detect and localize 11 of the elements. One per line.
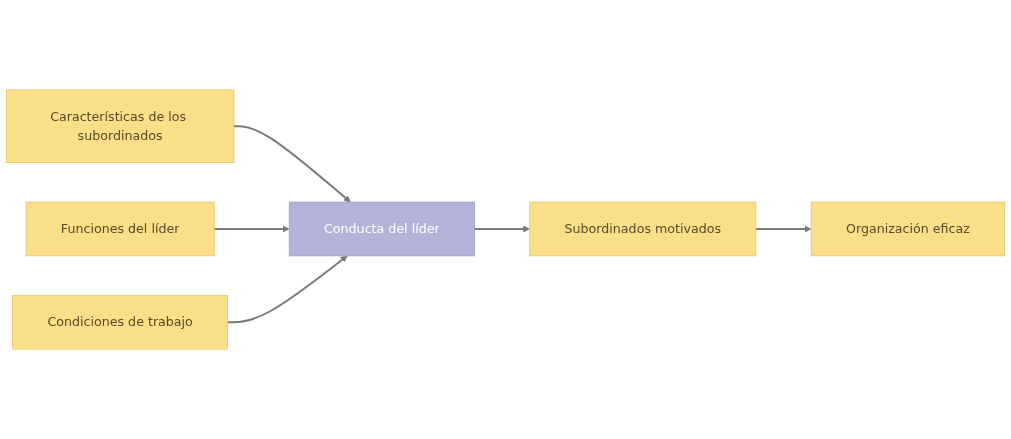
arrow [226, 255, 348, 324]
node-box: Organización eficaz [810, 201, 1006, 257]
arrow [213, 225, 290, 233]
node-box: Conducta del líder [288, 201, 475, 257]
node-box: Características de los subordinados [5, 89, 235, 163]
arrow [754, 225, 812, 233]
node-box: Condiciones de trabajo [12, 294, 229, 350]
arrow [232, 125, 351, 203]
arrow [473, 225, 531, 233]
node-box: Subordinados motivados [529, 201, 757, 257]
node-box: Funciones del líder [25, 201, 215, 257]
